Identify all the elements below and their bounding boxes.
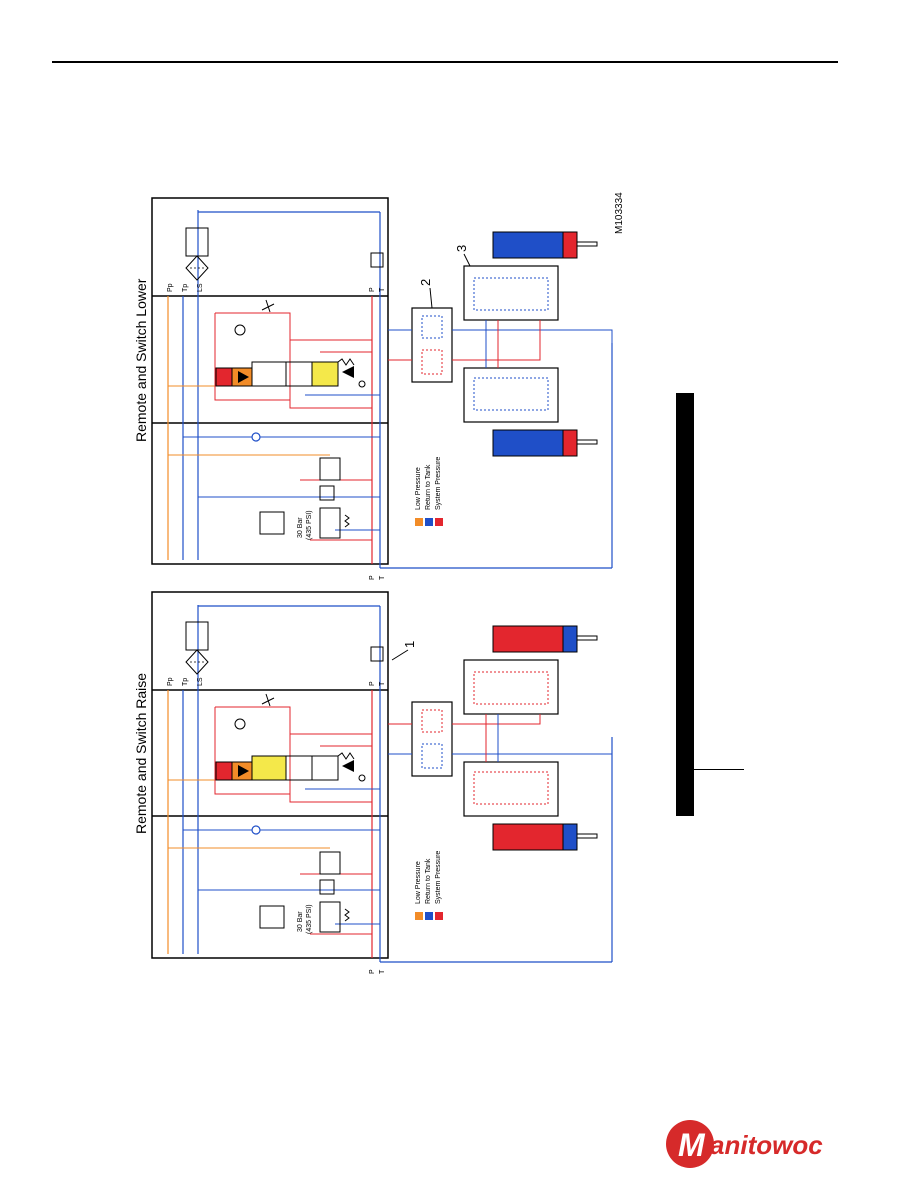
counterbalance-lower-a bbox=[463, 265, 559, 321]
svg-text:P: P bbox=[369, 287, 376, 292]
legend-raise: Low Pressure Return to Tank System Press… bbox=[415, 851, 443, 920]
cylinder-lower-b bbox=[492, 429, 564, 457]
brand-wordmark: anitowoc bbox=[710, 1130, 823, 1160]
counterbalance-raise-a bbox=[463, 659, 559, 715]
svg-text:P: P bbox=[369, 681, 376, 686]
legend-lower: Low Pressure Return to Tank System Press… bbox=[415, 457, 443, 526]
header-rule bbox=[52, 61, 838, 63]
svg-text:Return to Tank: Return to Tank bbox=[425, 858, 432, 904]
svg-text:T: T bbox=[379, 681, 386, 686]
cylinder-raise-b bbox=[492, 823, 564, 851]
switch-valve-raise bbox=[411, 701, 453, 777]
svg-text:Tp: Tp bbox=[182, 284, 189, 292]
svg-text:T: T bbox=[379, 969, 386, 974]
svg-text:LS: LS bbox=[197, 677, 204, 686]
svg-text:System Pressure: System Pressure bbox=[435, 457, 442, 510]
callout-1: 1 bbox=[402, 641, 417, 648]
svg-text:Low Pressure: Low Pressure bbox=[415, 861, 422, 904]
callout-2: 2 bbox=[418, 279, 433, 286]
figure-id: M103334 bbox=[614, 192, 625, 234]
spool-yellow-lower bbox=[311, 361, 339, 387]
panel-lower: Remote and Switch Lower Pp Tp LS P T P T… bbox=[133, 197, 613, 580]
manitowoc-logo: M anitowoc bbox=[666, 1120, 823, 1168]
svg-text:P: P bbox=[369, 969, 376, 974]
svg-text:T: T bbox=[379, 287, 386, 292]
svg-text:T: T bbox=[379, 575, 386, 580]
svg-text:System Pressure: System Pressure bbox=[435, 851, 442, 904]
relief-label-raise-2: (435 PSI) bbox=[306, 904, 313, 934]
svg-text:Pp: Pp bbox=[167, 283, 174, 292]
panel-lower-title: Remote and Switch Lower bbox=[133, 278, 149, 442]
side-tab-bar bbox=[676, 393, 694, 816]
svg-text:LS: LS bbox=[197, 283, 204, 292]
side-tab-line bbox=[694, 769, 744, 770]
svg-text:Low Pressure: Low Pressure bbox=[415, 467, 422, 510]
switch-valve-lower bbox=[411, 307, 453, 383]
panel-lower-frame bbox=[151, 197, 389, 565]
relief-label-raise-1: 30 Bar bbox=[297, 911, 304, 932]
svg-text:Pp: Pp bbox=[167, 677, 174, 686]
svg-text:M: M bbox=[678, 1127, 706, 1163]
spool-solenoid-lower bbox=[215, 367, 233, 387]
callout-3: 3 bbox=[454, 245, 469, 252]
spool-solenoid-raise bbox=[215, 761, 233, 781]
svg-text:Return to Tank: Return to Tank bbox=[425, 464, 432, 510]
panel-raise-frame bbox=[151, 591, 389, 959]
cylinder-raise-a bbox=[492, 625, 564, 653]
panel-raise-title: Remote and Switch Raise bbox=[133, 673, 149, 834]
relief-label-lower-1: 30 Bar bbox=[297, 517, 304, 538]
panel-raise: Remote and Switch Raise Pp Tp LS P T P T… bbox=[133, 591, 613, 974]
cylinder-lower-a bbox=[492, 231, 564, 259]
spool-yellow-raise bbox=[251, 755, 287, 781]
counterbalance-raise-b bbox=[463, 761, 559, 817]
relief-label-lower-2: (435 PSI) bbox=[306, 510, 313, 540]
callouts: 1 2 3 bbox=[391, 245, 471, 661]
counterbalance-lower-b bbox=[463, 367, 559, 423]
svg-text:P: P bbox=[369, 575, 376, 580]
svg-text:Tp: Tp bbox=[182, 678, 189, 686]
